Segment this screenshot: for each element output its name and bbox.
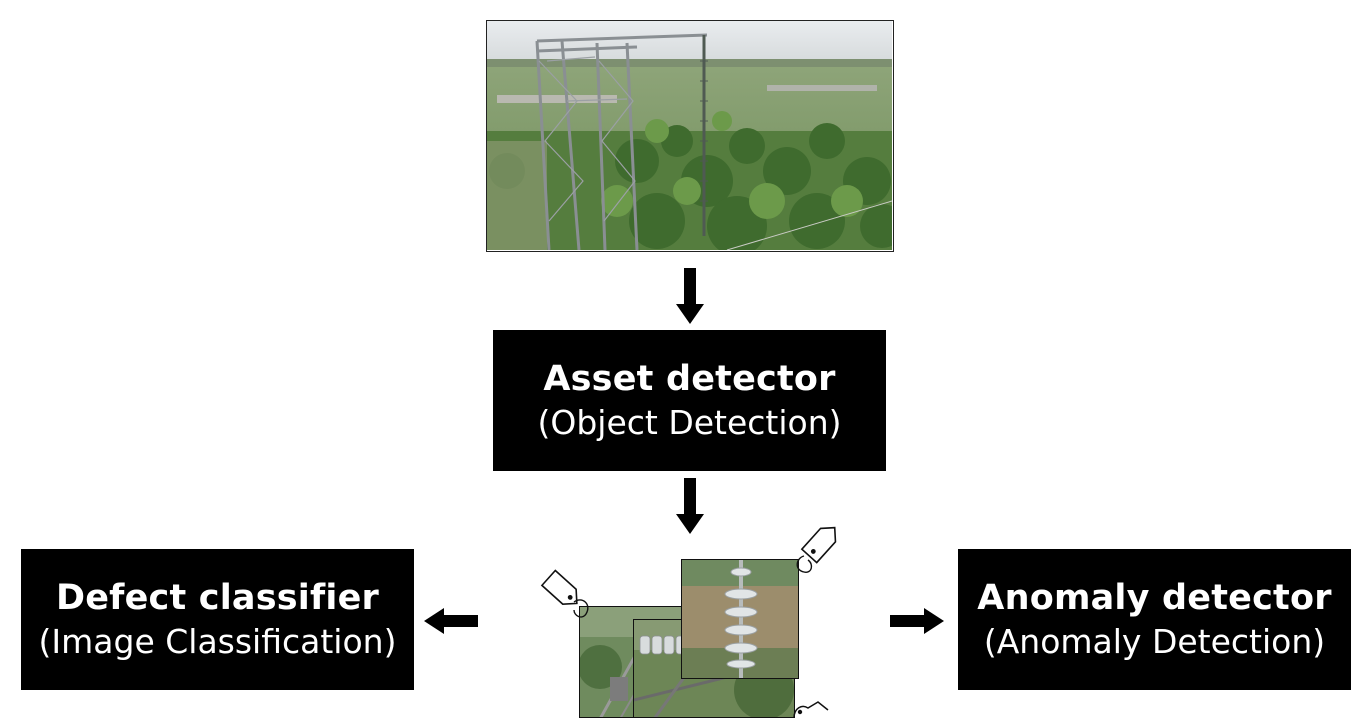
tag-icon [790,520,846,576]
defect-classifier-title: Defect classifier [55,577,380,618]
asset-detector-box: Asset detector (Object Detection) [493,330,886,471]
asset-detector-subtitle: (Object Detection) [537,402,842,442]
aerial-power-line-photo [486,20,894,252]
arrow-down-2 [676,478,704,534]
defect-classifier-box: Defect classifier (Image Classification) [21,549,414,690]
tag-icon [788,700,829,718]
insulator-crop [681,559,799,679]
anomaly-detector-subtitle: (Anomaly Detection) [983,621,1326,661]
asset-detector-title: Asset detector [543,358,836,399]
tag-icon [538,568,594,620]
arrow-down-1 [676,268,704,324]
anomaly-detector-title: Anomaly detector [977,577,1332,618]
defect-classifier-subtitle: (Image Classification) [38,621,397,661]
anomaly-detector-box: Anomaly detector (Anomaly Detection) [958,549,1351,690]
arrow-right [890,608,944,634]
arrow-left [424,608,478,634]
